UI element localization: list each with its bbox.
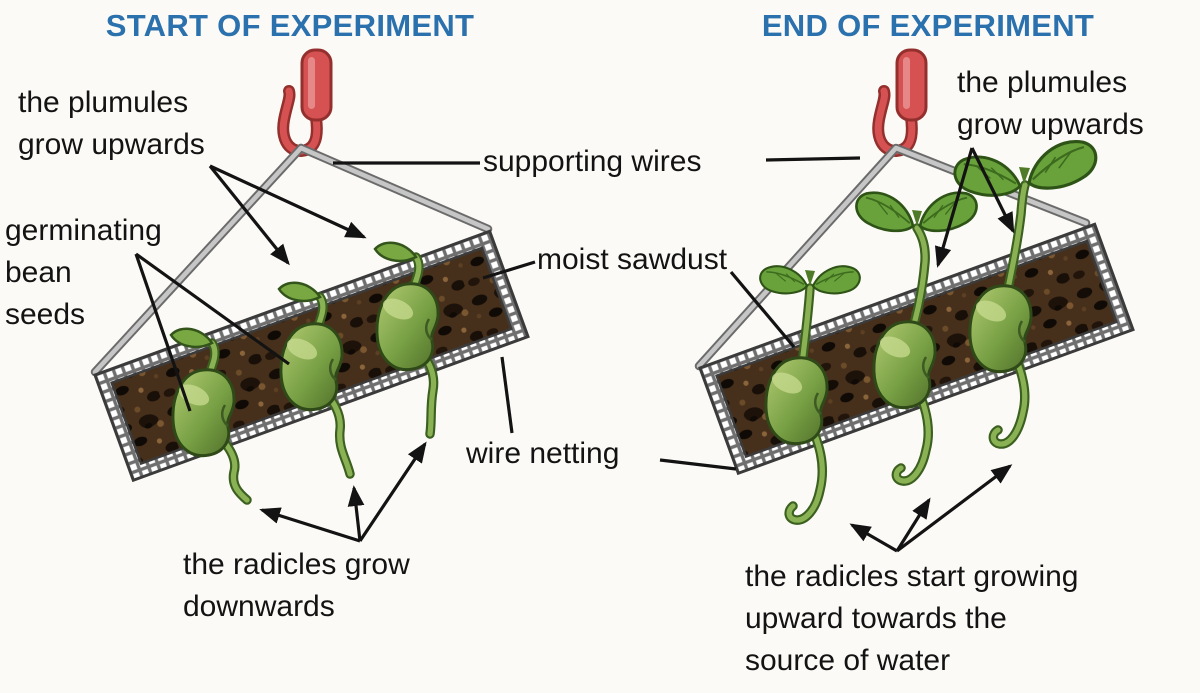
germinating-seedlings (171, 243, 438, 505)
grown-seedlings (756, 138, 1098, 525)
label-radicles-left: the radicles grow downwards (183, 548, 410, 623)
hanging-hook-icon (878, 50, 926, 151)
label-wire-netting: wire netting (466, 437, 620, 470)
annotation-lines (134, 147, 1015, 553)
hanging-hook-icon (283, 50, 331, 151)
label-moist-sawdust: moist sawdust (537, 243, 728, 276)
end-panel-drawing (694, 50, 1135, 525)
label-radicles-right: the radicles start growing upward toward… (745, 560, 1079, 677)
label-germinating-bean-seeds: germinating bean seeds (5, 214, 162, 331)
label-plumules-left: the plumules grow upwards (18, 86, 205, 161)
supporting-wire (90, 143, 493, 377)
end-of-experiment-title: END OF EXPERIMENT (761, 8, 1095, 43)
start-panel-drawing (90, 50, 530, 505)
label-plumules-right: the plumules grow upwards (957, 66, 1144, 141)
label-supporting-wires: supporting wires (483, 145, 702, 178)
start-of-experiment-title: START OF EXPERIMENT (105, 8, 475, 43)
